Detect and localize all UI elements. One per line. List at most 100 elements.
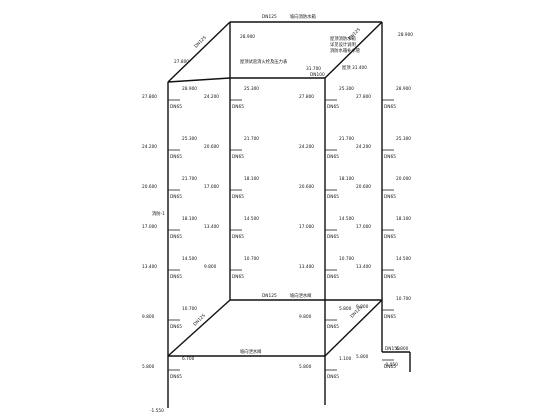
elevation-label: 17.000 (142, 224, 157, 230)
roof-note: 屋顶试验消火栓及压力表 (240, 58, 288, 65)
riser-dn-label: DN65 (384, 274, 396, 280)
elevation-label: 5.800 (142, 364, 155, 370)
elevation-label: 10.700 (182, 306, 197, 312)
elevation-label: 20.600 (299, 184, 314, 190)
bot-inlet-dn: DN150 (385, 346, 400, 352)
top-mid-elev: 31.700 (306, 66, 321, 72)
bot-left-dn: DN125 (192, 313, 207, 328)
tank-note-2: 详见设计说明 (330, 41, 356, 48)
elevation-label: 14.500 (396, 256, 411, 262)
bot-base-elev: -1.550 (150, 408, 164, 414)
riser-id-label: 消防-1 (152, 210, 165, 217)
riser-dn-label: DN65 (170, 194, 182, 200)
elevation-label: 13.400 (299, 264, 314, 270)
riser-dn-label: DN65 (232, 104, 244, 110)
elevation-label: 14.500 (182, 256, 197, 262)
elevation-label: 9.800 (204, 264, 217, 270)
elevation-label: 21.700 (339, 136, 354, 142)
elevation-label: 20.600 (356, 184, 371, 190)
elevation-label: 18.100 (182, 216, 197, 222)
elevation-label: 25.300 (339, 86, 354, 92)
riser-dn-label: DN65 (384, 364, 396, 370)
elevation-label: 5.800 (356, 354, 369, 360)
elevation-label: 6.700 (182, 356, 195, 362)
elevation-label: 27.800 (356, 94, 371, 100)
elevation-label: 25.300 (396, 136, 411, 142)
riser-dn-label: DN65 (384, 154, 396, 160)
elevation-label: 18.100 (396, 216, 411, 222)
elevation-label: 9.800 (142, 314, 155, 320)
elevation-label: 27.800 (299, 94, 314, 100)
elevation-label: 24.200 (356, 144, 371, 150)
elevation-label: 9.800 (299, 314, 312, 320)
elevation-label: 25.300 (182, 136, 197, 142)
top-right-diag (324, 21, 383, 79)
bot-right-diag (324, 299, 383, 357)
top-mid-elev-b: 28.900 (240, 34, 255, 40)
top-left-pipe (167, 21, 231, 83)
riser-dn-label: DN65 (384, 194, 396, 200)
bot-back-label: 坡向泄水阀 (290, 292, 311, 299)
bottom-ring-main (167, 299, 411, 372)
elevation-label: 24.200 (142, 144, 157, 150)
bot-back-dn: DN125 (262, 293, 277, 299)
riser-dn-label: DN65 (384, 314, 396, 320)
top-back-dn: DN125 (262, 14, 277, 20)
riser-dn-label: DN65 (327, 324, 339, 330)
elevation-label: 17.000 (204, 184, 219, 190)
riser-dn-label: DN65 (327, 234, 339, 240)
elevation-label: 18.100 (339, 176, 354, 182)
riser-dn-label: DN65 (170, 154, 182, 160)
elevation-label: 20.000 (396, 176, 411, 182)
elevation-label: 5.800 (299, 364, 312, 370)
riser-dn-label: DN65 (232, 194, 244, 200)
elevation-label: 13.400 (356, 264, 371, 270)
riser-dn-label: DN65 (327, 194, 339, 200)
elevation-label: 25.300 (244, 86, 259, 92)
elevation-label: 21.700 (244, 136, 259, 142)
top-left-elev: 27.800 (174, 59, 189, 65)
riser-dn-label: DN65 (232, 154, 244, 160)
elevation-label: 24.200 (299, 144, 314, 150)
elevation-label: 10.700 (244, 256, 259, 262)
top-ring-main (167, 21, 383, 86)
riser-dn-label: DN65 (170, 274, 182, 280)
riser-dn-label: DN65 (327, 274, 339, 280)
bot-left-pipe (167, 299, 231, 357)
riser-dn-label: DN65 (384, 234, 396, 240)
elevation-label: 28.900 (182, 86, 197, 92)
elevation-label: 24.200 (204, 94, 219, 100)
elevation-label: 5.800 (339, 306, 352, 312)
elevation-label: 28.900 (396, 86, 411, 92)
riser-dn-label: DN65 (170, 104, 182, 110)
riser-dn-label: DN65 (327, 154, 339, 160)
elevation-label: 9.800 (356, 304, 369, 310)
elevation-label: 20.600 (142, 184, 157, 190)
elevation-label: 20.600 (204, 144, 219, 150)
riser-dn-label: DN65 (170, 324, 182, 330)
top-left-front (167, 77, 231, 83)
elevation-label: 10.700 (396, 296, 411, 302)
elevation-label: 13.400 (142, 264, 157, 270)
elevation-label: 6.800 (396, 346, 409, 352)
riser-dn-label: DN65 (170, 234, 182, 240)
bot-front-label: 坡向泄水阀 (240, 348, 261, 355)
elevation-label: 18.100 (244, 176, 259, 182)
riser-dn-label: DN65 (327, 104, 339, 110)
riser-dn-label: DN65 (232, 274, 244, 280)
top-front-dn: DN100 (310, 72, 325, 78)
tank-note-1: 屋顶消防水箱 (330, 35, 356, 42)
elevation-label: 27.800 (142, 94, 157, 100)
roof-elev: 屋顶 31.400 (342, 65, 367, 71)
bot-floor-elev: -0.050 (384, 362, 398, 368)
elevation-label: 14.500 (244, 216, 259, 222)
top-left-dn: DN125 (193, 35, 208, 50)
elevation-label: 13.400 (204, 224, 219, 230)
elevation-label: 21.700 (182, 176, 197, 182)
top-right-elev: 28.900 (398, 32, 413, 38)
elevation-label: 17.000 (299, 224, 314, 230)
riser-dn-label: DN65 (327, 374, 339, 380)
